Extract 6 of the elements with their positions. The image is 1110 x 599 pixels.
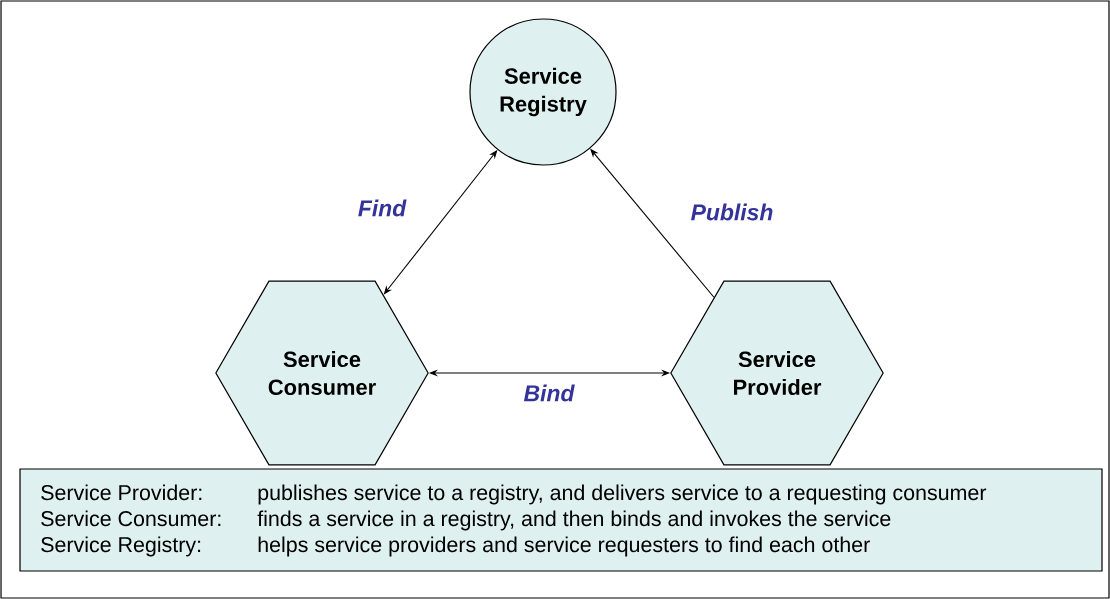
hexagon-node: Service Provider <box>670 280 884 466</box>
hexagon-node: Service Consumer <box>215 280 429 466</box>
definition-box: Service Provider: publishes service to a registry, and delivers service to a requesting consumer Service Consumer: finds a service in a registry, and then binds and invokes the service Service Registry: helps service providers and service requesters to find each other <box>19 468 1103 572</box>
edge-label: Publish <box>689 202 775 222</box>
edge-label: Find <box>356 198 408 218</box>
edge-label: Bind <box>522 383 576 403</box>
